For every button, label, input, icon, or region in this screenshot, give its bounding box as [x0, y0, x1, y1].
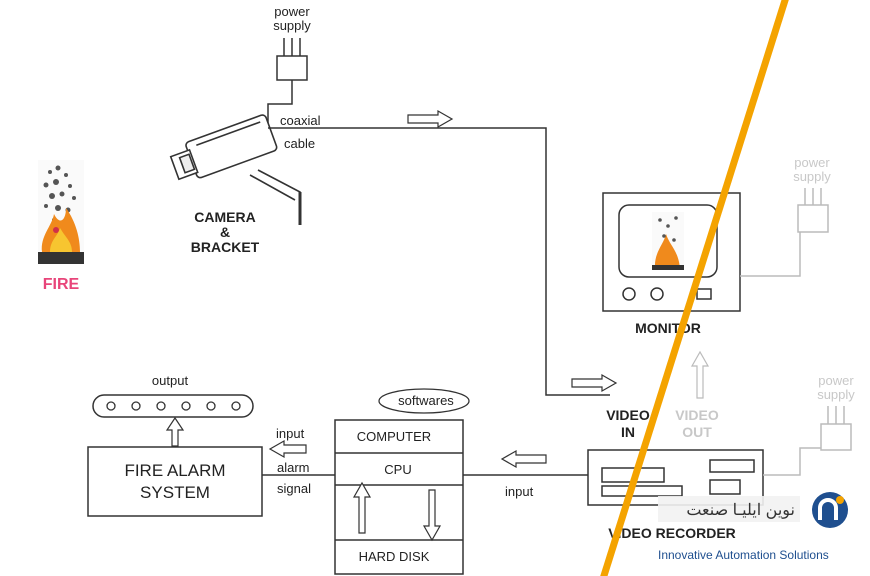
- coaxial-cable-line: [268, 127, 610, 396]
- hard-disk-label: HARD DISK: [359, 549, 430, 564]
- fire-image: [38, 160, 84, 264]
- power-supply-monitor-line1: power: [794, 155, 830, 170]
- camera-label-line2: &: [220, 224, 230, 240]
- arrow-left-icon: [268, 439, 307, 459]
- plug-icon: [276, 38, 308, 81]
- cpu-label: CPU: [384, 462, 411, 477]
- alarm-signal-label-line1: alarm: [277, 460, 310, 475]
- logo-persian-text: نوین ایلیـا صنعت: [686, 502, 795, 519]
- video-recorder-label: VIDEO RECORDER: [608, 525, 736, 541]
- orange-diagonal-stripe: [600, 0, 789, 576]
- video-in-line1: VIDEO: [606, 407, 650, 423]
- camera-label-line1: CAMERA: [194, 209, 255, 225]
- arrow-down-icon: [422, 489, 442, 542]
- power-supply-recorder-line2: supply: [817, 387, 855, 402]
- arrow-right-icon: [571, 373, 618, 393]
- power-supply-monitor: power supply: [793, 155, 831, 233]
- camera-label-line3: BRACKET: [191, 239, 260, 255]
- plug-icon: [797, 188, 829, 233]
- power-supply-monitor-line2: supply: [793, 169, 831, 184]
- alarm-indicator-bar: [92, 394, 254, 418]
- company-logo: نوین ایلیـا صنعت Innovative Automation S…: [658, 492, 848, 562]
- power-supply-top-line2: supply: [273, 18, 311, 33]
- power-supply-recorder: power supply: [817, 373, 855, 451]
- video-out-line2: OUT: [682, 424, 712, 440]
- software-bubble: softwares: [378, 388, 470, 414]
- arrow-left-icon: [500, 449, 547, 469]
- arrow-up-icon: [165, 416, 185, 447]
- power-supply-recorder-line1: power: [818, 373, 854, 388]
- plug-icon: [820, 406, 852, 451]
- fire-alarm-line1: FIRE ALARM: [124, 461, 225, 480]
- input-signal-label: input: [276, 426, 305, 441]
- arrow-up-icon: [352, 481, 372, 534]
- video-out-line1: VIDEO: [675, 407, 719, 423]
- power-supply-top-line1: power: [274, 4, 310, 19]
- cable-label-line2: cable: [284, 136, 315, 151]
- monitor-label: MONITOR: [635, 320, 701, 336]
- fire-alarm-box: [87, 446, 263, 517]
- arrow-up-icon: [690, 350, 710, 399]
- alarm-signal-label-line2: signal: [277, 481, 311, 496]
- video-in-line2: IN: [621, 424, 635, 440]
- fire-alarm-line2: SYSTEM: [140, 483, 210, 502]
- cable-label-line1: coaxial: [280, 113, 321, 128]
- computer-label: COMPUTER: [357, 429, 431, 444]
- arrow-right-icon: [407, 109, 454, 129]
- software-label: softwares: [398, 393, 454, 408]
- fire-label: FIRE: [43, 276, 80, 293]
- alarm-output-label: output: [152, 373, 189, 388]
- video-recorder-icon: [587, 449, 764, 506]
- logo-tagline: Innovative Automation Solutions: [658, 548, 829, 562]
- power-supply-top: power supply: [267, 4, 311, 128]
- recorder-input-label: input: [505, 484, 534, 499]
- camera-icon: [169, 114, 302, 225]
